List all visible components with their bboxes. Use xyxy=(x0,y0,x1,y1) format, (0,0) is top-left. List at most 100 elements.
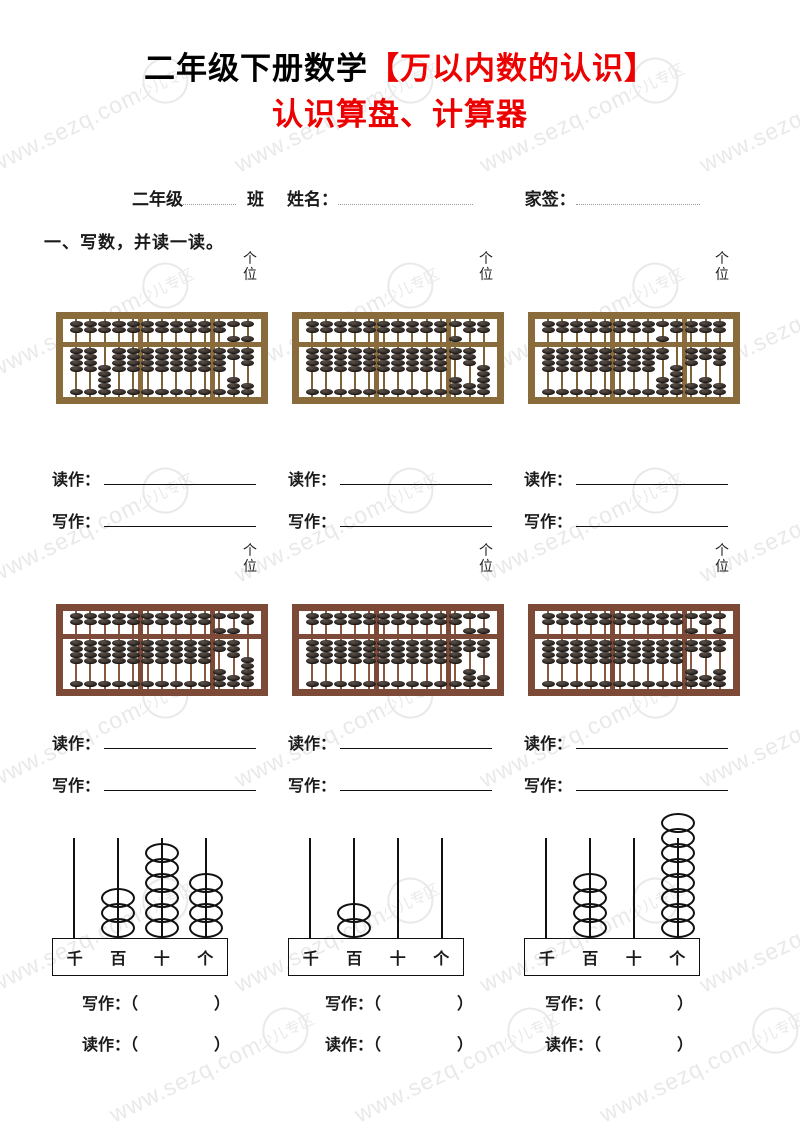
abacus-bead-lower xyxy=(212,674,226,682)
write-as-input[interactable] xyxy=(340,512,493,527)
abacus-bead-upper xyxy=(684,321,698,328)
abacus-bead-lower xyxy=(319,680,334,687)
abacus-bead-upper xyxy=(377,618,391,626)
place-value-diagram: 千百十个 xyxy=(524,813,700,976)
abacus-bead-upper xyxy=(670,618,684,626)
abacus-bead-lower-active xyxy=(713,640,727,647)
abacus-bead-upper xyxy=(420,321,434,328)
abacus-bead-lower-active xyxy=(334,365,348,373)
abacus-bead-lower-active xyxy=(555,645,570,653)
abacus-bead-lower-active xyxy=(391,359,405,367)
abacus-bead-lower-active xyxy=(198,353,212,361)
read-as-paren-label: 读作：（ xyxy=(545,1037,602,1054)
abacus-bead-upper xyxy=(305,321,319,328)
abacus-bead-lower xyxy=(541,680,555,687)
abacus-bead-upper xyxy=(448,321,462,328)
abacus-bead-lower-active xyxy=(670,645,684,653)
abacus-bead-lower xyxy=(391,680,405,687)
abacus-bead-lower xyxy=(570,680,584,687)
abacus-inner-area xyxy=(535,611,733,689)
abacus-bead-lower-active xyxy=(348,640,362,647)
abacus-bead-lower-active xyxy=(319,640,334,647)
abacus-bead-lower-active xyxy=(420,645,434,653)
abacus-bead-lower xyxy=(241,657,255,664)
abacus-bead-lower-active xyxy=(462,640,477,647)
write-as-input[interactable] xyxy=(576,512,729,527)
abacus-bead-lower-active xyxy=(448,353,462,361)
abacus-bead-lower-active xyxy=(334,645,348,653)
abacus-bead-lower-active xyxy=(198,651,212,659)
abacus-bead-lower xyxy=(98,365,112,372)
abacus-bead-lower-active xyxy=(613,348,627,355)
abacus-bead-lower xyxy=(348,680,362,687)
abacus-beam xyxy=(535,634,733,639)
abacus-bead-lower xyxy=(462,382,477,390)
abacus-bead-lower-active xyxy=(348,353,362,361)
place-value-header-0: 千 xyxy=(538,951,555,968)
abacus-bead-upper xyxy=(155,618,169,626)
abacus-bead-upper xyxy=(305,613,319,620)
write-as-paren-answer: 写作：（） xyxy=(82,990,230,1014)
abacus-bead-lower xyxy=(670,370,684,378)
abacus-bead-upper xyxy=(126,613,140,620)
abacus-bead-lower-active xyxy=(155,365,169,373)
abacus-bead-upper xyxy=(584,618,598,626)
abacus-bead-upper xyxy=(541,326,555,334)
abacus-bead-lower xyxy=(241,382,255,390)
abacus-bead-lower-active xyxy=(377,348,391,355)
abacus-bead-lower-active xyxy=(570,640,584,647)
abacus-bead-lower-active xyxy=(212,353,226,361)
abacus-bead-lower-active xyxy=(584,651,598,659)
write-as-input[interactable] xyxy=(576,776,729,791)
abacus-bead-lower-active xyxy=(155,359,169,367)
ones-place-char-bottom: 位 xyxy=(715,560,729,575)
abacus-bead-lower xyxy=(698,388,713,395)
write-as-input[interactable] xyxy=(340,776,493,791)
write-as-input[interactable] xyxy=(104,512,257,527)
abacus-bead-upper-active xyxy=(477,627,491,634)
abacus-bead-lower-active xyxy=(377,359,391,367)
abacus-bead-lower-active xyxy=(434,348,448,355)
abacus-bead-upper-active xyxy=(713,627,727,634)
write-as-input[interactable] xyxy=(104,776,257,791)
read-as-input[interactable] xyxy=(576,734,729,749)
abacus-bead-lower-active xyxy=(541,359,555,367)
signature-input[interactable] xyxy=(575,189,700,205)
class-input[interactable] xyxy=(183,189,237,205)
abacus-bead-lower-active xyxy=(198,640,212,647)
abacus-bead-upper xyxy=(627,613,641,620)
read-as-input[interactable] xyxy=(340,470,493,485)
place-value-bead xyxy=(189,873,223,893)
abacus-bead-lower-active xyxy=(169,348,183,355)
write-as-label: 写作： xyxy=(288,778,337,795)
read-as-input[interactable] xyxy=(576,470,729,485)
abacus xyxy=(528,312,740,404)
abacus-bead-upper xyxy=(334,618,348,626)
abacus-bead-upper xyxy=(641,326,655,334)
name-input[interactable] xyxy=(338,189,474,205)
title-topic-bracket: 【万以内数的认识】 xyxy=(368,51,656,86)
read-as-input[interactable] xyxy=(104,734,257,749)
write-as-answer: 写作： xyxy=(524,772,729,796)
abacus-bead-lower-active xyxy=(598,365,612,373)
abacus-bead-upper xyxy=(598,618,612,626)
abacus-bead-lower-active xyxy=(69,657,83,665)
ones-place-char-bottom: 位 xyxy=(715,268,729,283)
read-as-input[interactable] xyxy=(104,470,257,485)
abacus-bead-lower xyxy=(713,382,727,390)
abacus-bead-lower-active xyxy=(656,651,670,659)
abacus-bead-lower-active xyxy=(169,353,183,361)
abacus-bead-lower-active xyxy=(348,348,362,355)
abacus-bead-lower-active xyxy=(377,645,391,653)
abacus-inner-area xyxy=(299,319,497,397)
abacus-bead-lower-active xyxy=(613,657,627,665)
abacus-bead-lower-active xyxy=(684,359,698,367)
place-value-header-box: 千百十个 xyxy=(288,938,464,976)
abacus-bead-lower xyxy=(212,680,226,687)
abacus-bead-upper xyxy=(641,321,655,328)
read-as-input[interactable] xyxy=(340,734,493,749)
abacus-bead-upper xyxy=(570,618,584,626)
abacus-bead-lower xyxy=(98,388,112,395)
abacus-bead-lower-active xyxy=(226,348,241,355)
abacus-bead-lower xyxy=(169,680,183,687)
